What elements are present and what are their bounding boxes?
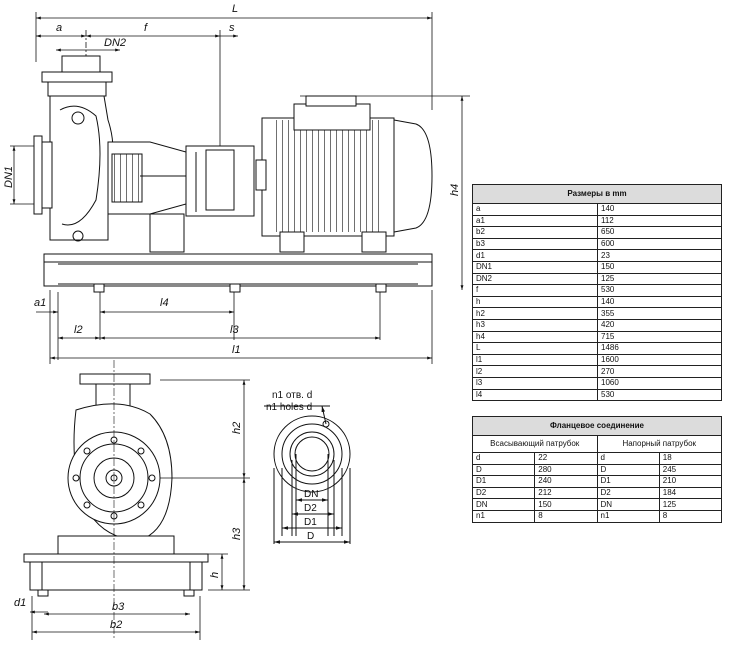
dim-L: L [232, 3, 238, 15]
dim-b2: b2 [110, 619, 122, 631]
top-dimension-lines [35, 12, 433, 150]
front-dimension-lines [29, 379, 250, 640]
dim-h3: h3 [231, 527, 243, 540]
flange-connection-table: Фланцевое соединение Всасывающий патрубо… [471, 416, 723, 523]
dim-l1: l1 [232, 344, 241, 356]
dimensions-table-title: Размеры в mm [472, 184, 722, 204]
dim-a: a [56, 22, 62, 34]
flange-holes-ru: n1 отв. d [272, 390, 312, 401]
dim-s: s [229, 22, 235, 34]
dim-l4: l4 [160, 297, 169, 309]
discharge-header: Напорный патрубок [596, 435, 722, 453]
dim-DN1: DN1 [3, 166, 15, 188]
suction-header: Всасывающий патрубок [472, 435, 598, 453]
flange-dim-D: D [307, 531, 314, 542]
flange-dim-D2: D2 [304, 503, 317, 514]
flange-table-title: Фланцевое соединение [472, 416, 722, 436]
flange-holes-en: n1 holes d [266, 402, 312, 413]
flange-view [264, 405, 351, 544]
dim-h2: h2 [231, 422, 243, 434]
dim-h4: h4 [449, 184, 461, 196]
flange-dim-DN: DN [304, 489, 318, 500]
dim-DN2: DN2 [104, 37, 126, 49]
bottom-dimension-lines [36, 290, 433, 364]
dim-f: f [144, 22, 148, 34]
dim-a1: a1 [34, 297, 46, 309]
dim-l2: l2 [74, 324, 83, 336]
flange-dim-D1: D1 [304, 517, 317, 528]
dim-l3: l3 [230, 324, 239, 336]
dim-b3: b3 [112, 601, 125, 613]
dim-h: h [209, 572, 221, 578]
side-view [33, 55, 433, 293]
front-view [23, 360, 209, 640]
dim-d1: d1 [14, 597, 26, 609]
